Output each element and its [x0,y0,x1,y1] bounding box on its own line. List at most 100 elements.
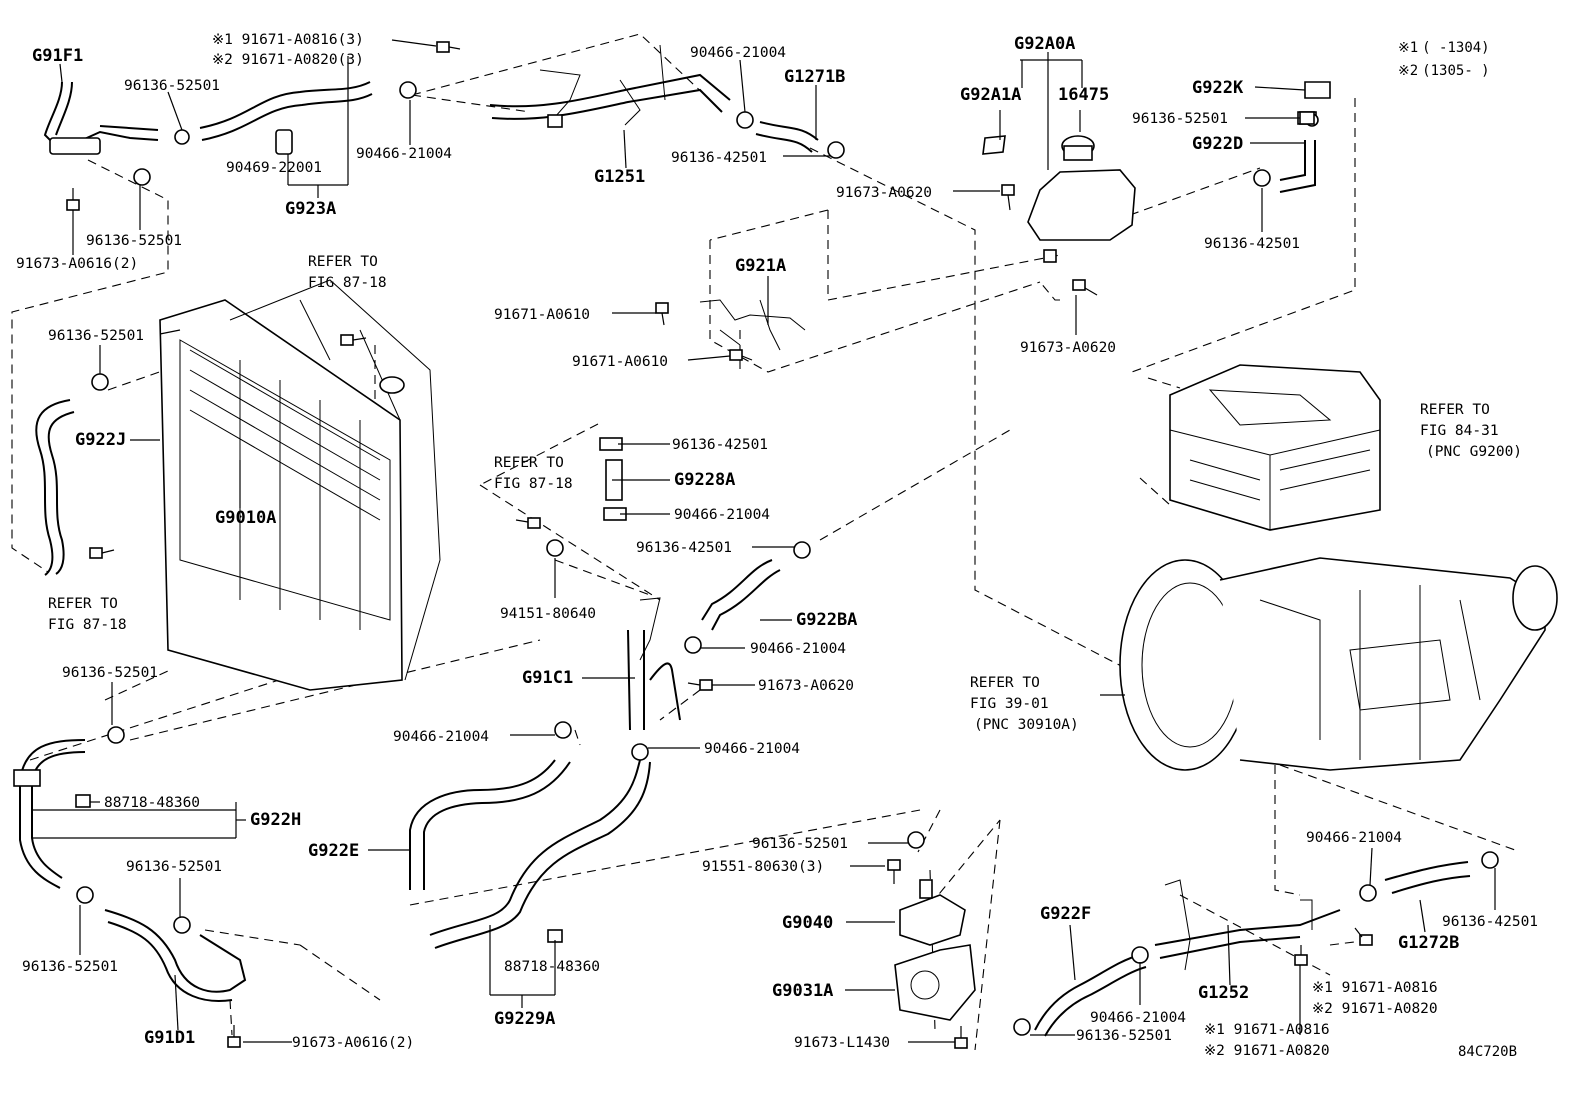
reservoir-tank [982,135,1136,263]
clamp-icon [736,111,754,129]
label-refer: REFER TO [494,455,564,471]
label-g1252: G1252 [1198,983,1249,1003]
label-g922f: G922F [1040,904,1091,924]
bracket-g921a [699,299,806,351]
part-art [13,44,1558,1037]
label-g91c1: G91C1 [522,668,573,688]
label-g9228a: G9228A [674,470,735,490]
hose-g922e-edge [423,761,571,890]
label-part-number: 96136-52501 [48,328,144,344]
leader-lines [32,39,1496,1043]
hose-g1271b [759,121,819,141]
bolt-icon [515,517,541,529]
label-part-number: ※2 91671-A0820 [1204,1043,1330,1059]
drawing-id: 84C720B [1458,1044,1517,1060]
hose-g922ba-edge [701,559,773,621]
label-refer: FIG 87-18 [494,476,573,492]
label-g91d1: G91D1 [144,1028,195,1048]
radiator [159,279,441,691]
pipe-g91c1 [627,629,681,731]
label-g923a: G923A [285,199,336,219]
hose-g9229a-edge [434,761,651,949]
label-part-number: ※1 91671-A0816(3) [212,32,364,48]
clip-icon [1299,111,1315,125]
label-refer: REFER TO [1420,402,1490,418]
bolt-icon [1072,279,1098,296]
label-part-number: 96136-52501 [86,233,182,249]
bolt-icon [340,334,367,346]
hose-g922j [35,399,71,576]
bolt-icon [66,188,80,211]
label-part-number: 91551-80630(3) [702,859,824,875]
label-part-number: 91671-A0610 [494,307,590,323]
clamp-icon [907,831,925,849]
clamp-icon [1013,1018,1031,1036]
bracket-g91c1 [639,597,661,661]
clamp-icon [684,636,702,654]
label-part-number: 91673-A0620 [1020,340,1116,356]
inverter-assembly [1169,364,1381,531]
label-g1251: G1251 [594,167,645,187]
label-part-number: 90469-22001 [226,160,322,176]
label-part-number: 88718-48360 [104,795,200,811]
label-part-number: 96136-52501 [752,836,848,852]
clamp-icon [1253,169,1271,187]
elbow-g922k [1304,81,1331,99]
clamp-icon [793,541,811,559]
legend-mark-2: ※2(1305- ) [1398,63,1490,79]
clamp-icon [91,373,109,391]
clamp-icon [1481,851,1499,869]
bolt-icon [227,1025,241,1048]
label-part-number: 96136-52501 [124,78,220,94]
legend-mark-1: ※1( -1304) [1398,40,1490,56]
bolt-icon [1001,184,1015,211]
bolt-icon [655,302,669,326]
pipe-g1252 [1154,909,1341,959]
pipe-g1251 [489,44,731,128]
clamp-icon [173,916,191,934]
bolt-icon [89,547,115,559]
clamp-icon [76,886,94,904]
bolt-icon [1294,945,1308,966]
clamp-icon [554,721,572,739]
label-part-number: 90466-21004 [690,45,786,61]
bolt-icon [954,1026,968,1049]
label-part-number: ※1 91671-A0816 [1204,1022,1330,1038]
label-part-number: 91673-L1430 [794,1035,890,1051]
bolt-icon [1354,927,1373,946]
hose-g922e [409,759,556,890]
hose-g922f [1034,954,1141,1031]
label-part-number: 90466-21004 [674,507,770,523]
transmission-assembly [1119,557,1558,771]
bolt-icon [887,859,901,884]
label-part-number: 90466-21004 [393,729,489,745]
hose-g922ba [711,569,781,631]
label-g91f1: G91F1 [32,46,83,66]
nut-icon [546,539,564,557]
label-part-number: ※2 91671-A0820 [1312,1001,1438,1017]
clamp-icon [1359,884,1377,902]
label-g9040: G9040 [782,913,833,933]
label-part-number: 90466-21004 [704,741,800,757]
label-part-number: 96136-52501 [62,665,158,681]
label-refer: FIG 84-31 [1420,423,1499,439]
clamp-icon [133,168,151,186]
label-part-number: 90466-21004 [1306,830,1402,846]
clamp-icon [107,726,125,744]
hose-g1271b-edge [755,133,813,153]
label-g922d: G922D [1192,134,1243,154]
hose-g922d-edge [1279,140,1316,193]
label-part-number: 96136-52501 [126,859,222,875]
bolt-icon [687,679,713,691]
label-part-number: 90466-21004 [1090,1010,1186,1026]
label-g9229a: G9229A [494,1009,555,1029]
label-g1272b: G1272B [1398,933,1459,953]
label-part-number: 96136-42501 [671,150,767,166]
label-g922e: G922E [308,841,359,861]
water-pump-g9040 [894,879,976,1021]
pipe-g91d1 [104,909,247,993]
label-g922j: G922J [75,430,126,450]
label-part-number: 91671-A0610 [572,354,668,370]
label-refer: REFER TO [48,596,118,612]
